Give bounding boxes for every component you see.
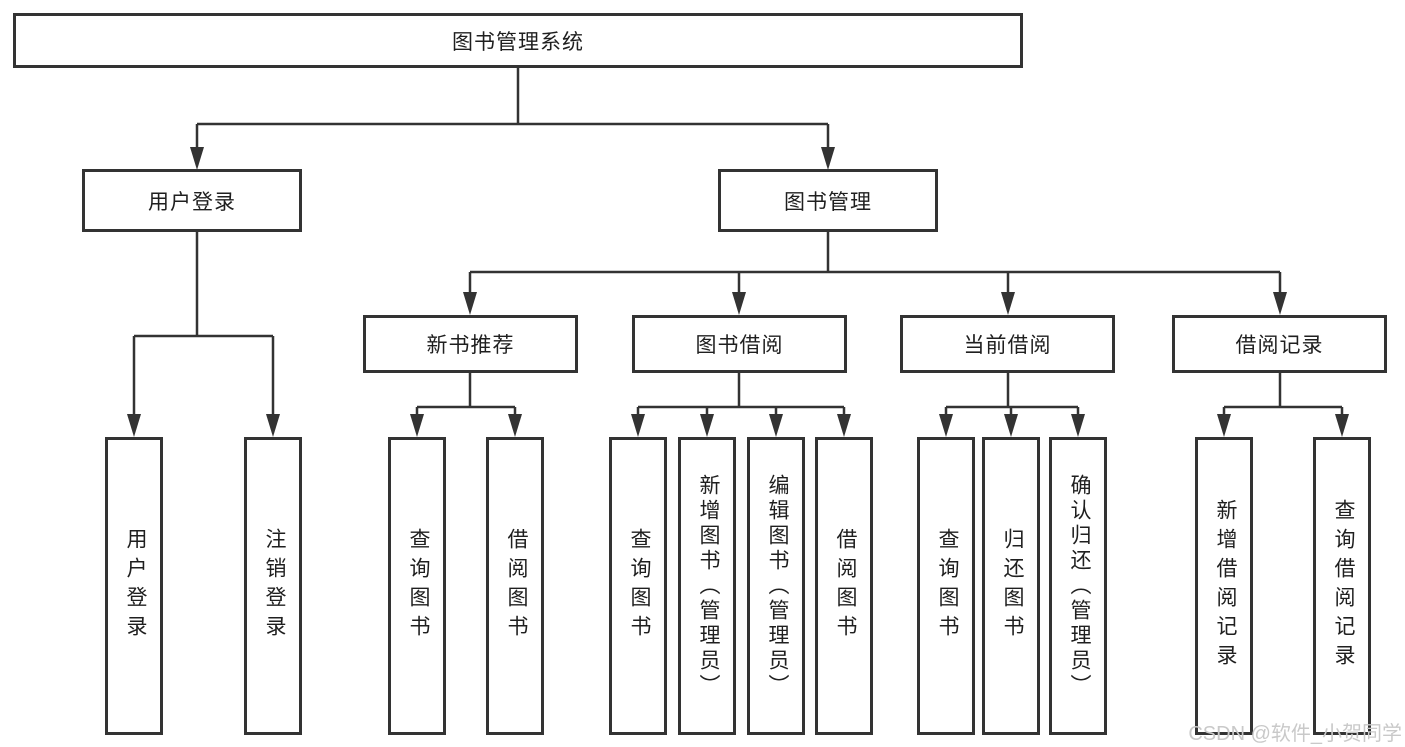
leaf-user-login: 用户登录: [105, 437, 163, 735]
leaf-add-book-admin: 新增图书（管理员）: [678, 437, 736, 735]
node-user-login: 用户登录: [82, 169, 302, 232]
leaf-query-books-current: 查询图书: [917, 437, 975, 735]
node-book-borrowing: 图书借阅: [632, 315, 847, 373]
leaf-logout: 注销登录: [244, 437, 302, 735]
leaf-query-books-borrowing: 查询图书: [609, 437, 667, 735]
node-current-borrowing: 当前借阅: [900, 315, 1115, 373]
leaf-return-book: 归还图书: [982, 437, 1040, 735]
leaf-add-borrow-record: 新增借阅记录: [1195, 437, 1253, 735]
node-root: 图书管理系统: [13, 13, 1023, 68]
leaf-confirm-return-admin: 确认归还（管理员）: [1049, 437, 1107, 735]
leaf-borrow-books-recommend: 借阅图书: [486, 437, 544, 735]
node-book-management: 图书管理: [718, 169, 938, 232]
node-borrowing-records: 借阅记录: [1172, 315, 1387, 373]
leaf-query-borrow-record: 查询借阅记录: [1313, 437, 1371, 735]
arrowheads: [127, 147, 1349, 437]
node-new-book-recommendation: 新书推荐: [363, 315, 578, 373]
leaf-query-books-recommend: 查询图书: [388, 437, 446, 735]
leaf-borrow-books-borrowing: 借阅图书: [815, 437, 873, 735]
leaf-edit-book-admin: 编辑图书（管理员）: [747, 437, 805, 735]
csdn-watermark: CSDN @软件_小贺同学: [1188, 723, 1402, 745]
